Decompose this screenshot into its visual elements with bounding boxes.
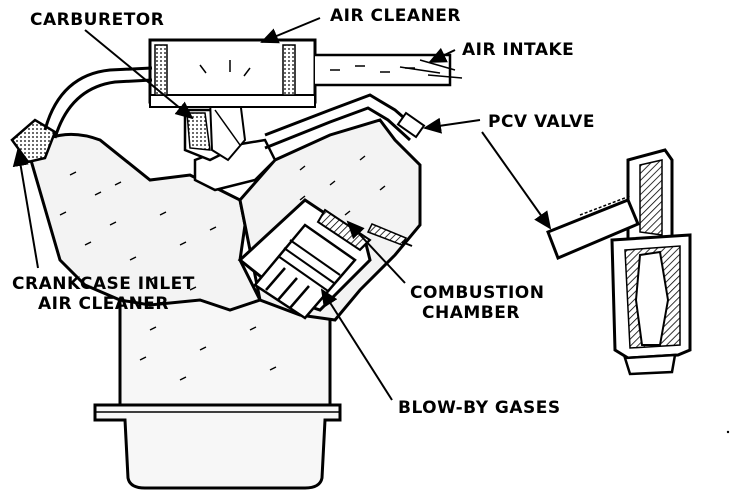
stray-dot <box>726 430 730 434</box>
label-pcv-valve: PCV VALVE <box>488 112 595 132</box>
carburetor <box>183 99 247 162</box>
label-air-cleaner: AIR CLEANER <box>330 6 461 26</box>
pcv-valve-detail <box>546 148 692 376</box>
label-combustion-line2: CHAMBER <box>422 303 520 323</box>
leader-lines <box>12 17 552 401</box>
label-crankcase-line1: CRANKCASE INLET <box>12 274 195 294</box>
label-crankcase-inlet-air-cleaner: CRANKCASE INLET AIR CLEANER <box>12 274 195 314</box>
label-combustion-chamber: COMBUSTION CHAMBER <box>410 283 544 323</box>
label-combustion-line1: COMBUSTION <box>410 283 545 303</box>
label-crankcase-line2: AIR CLEANER <box>38 294 169 314</box>
piston-cylinder <box>237 198 413 320</box>
label-air-intake: AIR INTAKE <box>462 40 575 60</box>
label-carburetor: CARBURETOR <box>30 10 165 30</box>
label-blow-by-gases: BLOW-BY GASES <box>398 398 561 418</box>
air-cleaner <box>148 38 463 108</box>
pcv-hose <box>264 93 426 150</box>
